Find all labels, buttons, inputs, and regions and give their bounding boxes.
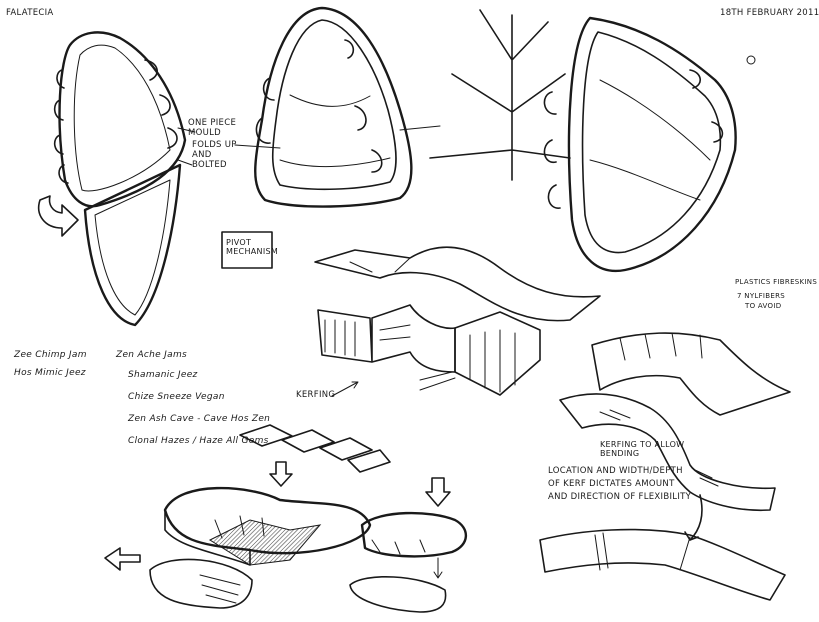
fold-tiles-sketch (239, 424, 391, 487)
small-mould-sketch (349, 477, 468, 613)
music-item-1: Zee Chimp Jam (14, 350, 87, 360)
note-plastics-3: TO AVOID (745, 302, 782, 310)
music-item-3: Zen Ache Jams (116, 350, 187, 360)
kerfing-bend-sketch (539, 332, 791, 601)
note-one-piece-mould: ONE PIECE MOULD (188, 118, 237, 138)
seat-front-view-sketch (234, 6, 441, 208)
music-item-5: Chize Sneeze Vegan (128, 392, 225, 402)
note-pivot-mechanism: PIVOT MECHANISM (226, 238, 279, 256)
music-item-6: Zen Ash Cave - Cave Hos Zen (128, 414, 271, 424)
note-kerfing: KERFING (296, 390, 336, 400)
seat-side-view-sketch (543, 16, 756, 273)
project-title: FALATECIA (6, 8, 54, 18)
music-item-7: Clonal Hazes / Haze All Gems (128, 436, 269, 446)
axis-lines-sketch (429, 9, 571, 181)
music-item-2: Hos Mimic Jeez (14, 368, 86, 378)
note-location-1: LOCATION AND WIDTH/DEPTH (548, 466, 683, 476)
pivot-mechanism-box (221, 231, 273, 269)
note-plastics-2: 7 NYLFIBERS (737, 292, 786, 300)
note-kerfing-allow: KERFING TO ALLOW BENDING (600, 440, 685, 458)
mould-cross-section-sketch (104, 486, 372, 609)
sketch-date: 18th FEBRUARY 2011 (720, 8, 819, 18)
kerfing-strip-sketch (314, 246, 601, 397)
note-location-3: AND DIRECTION OF FLEXIBILITY (548, 492, 692, 502)
note-plastics-1: PLASTICS FIBRESKINS (735, 278, 818, 286)
folding-seat-sketch (38, 31, 196, 327)
note-folds-up: FOLDS UP AND BOLTED (192, 140, 237, 170)
music-item-4: Shamanic Jeez (128, 370, 198, 380)
note-location-2: OF KERF DICTATES AMOUNT (548, 479, 675, 489)
